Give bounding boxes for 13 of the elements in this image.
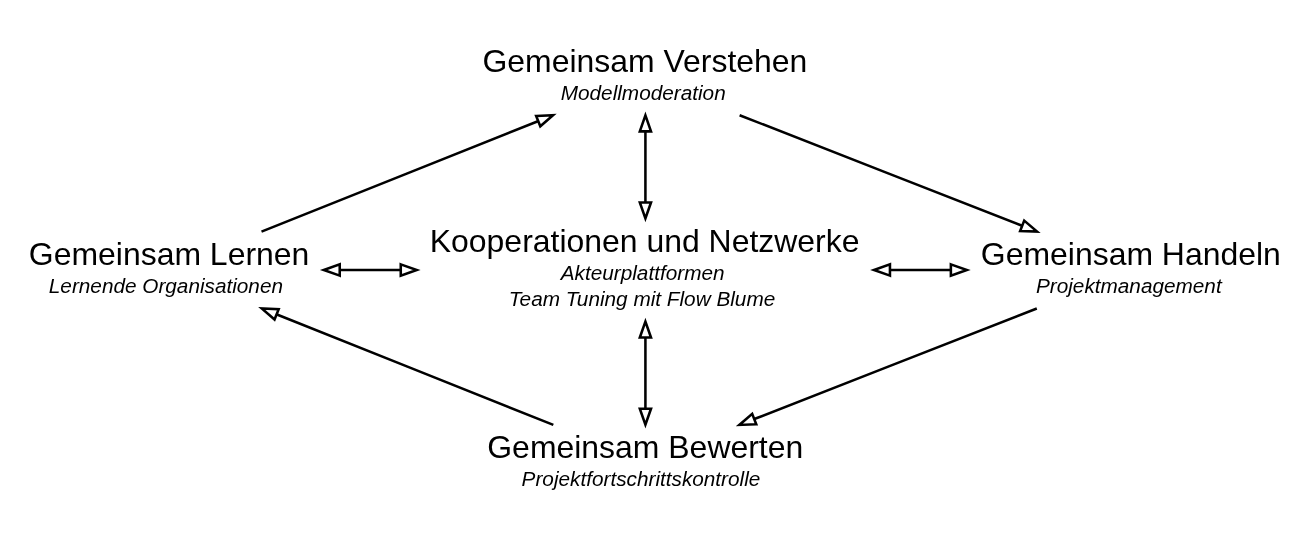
node-text: Gemeinsam Bewerten Projektfortschrittskontrolle — [487, 429, 804, 491]
arrow — [638, 111, 653, 223]
arrow — [735, 307, 1038, 427]
arrow — [870, 262, 971, 278]
arrow — [638, 317, 653, 429]
node-text: Gemeinsam Lernen Lernende Organisationen — [28, 236, 310, 297]
node-text: Kooperationen und Netzwerke Akteurplattformen Team Tuning mit Flow Blume — [429, 223, 860, 310]
arrow — [261, 113, 557, 233]
node-text: Gemeinsam Verstehen Modellmoderation — [482, 42, 808, 104]
node-text: Gemeinsam Handeln Projektmanagement — [980, 236, 1281, 297]
arrow — [739, 114, 1041, 234]
arrow — [258, 307, 554, 427]
arrow — [319, 262, 421, 278]
